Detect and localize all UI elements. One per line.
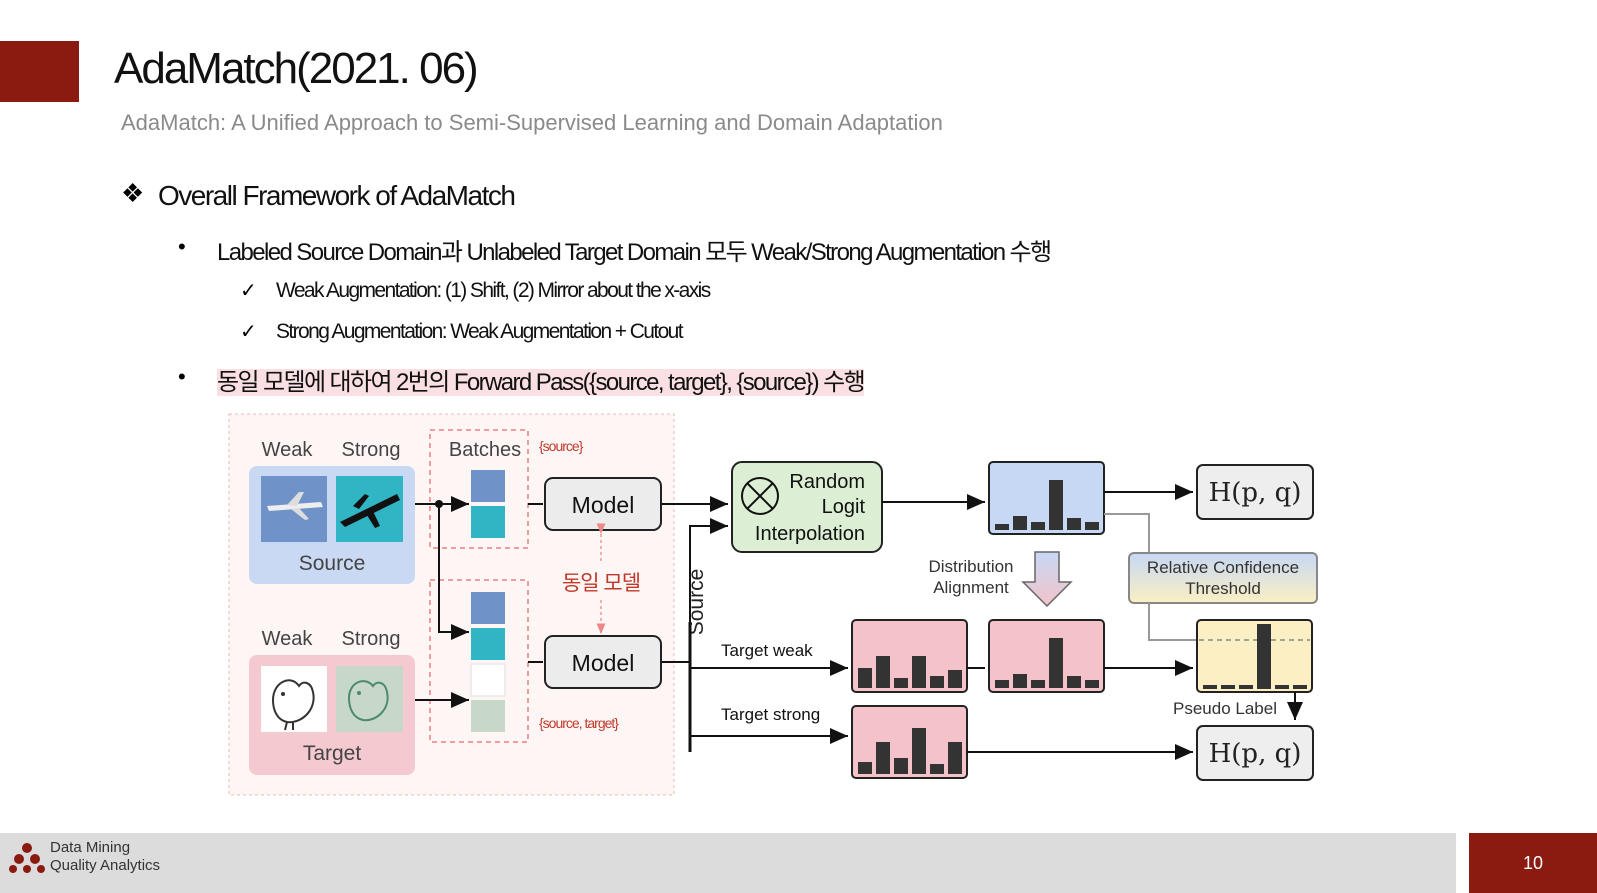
rli-line-1: Random xyxy=(789,471,865,493)
airplane-weak-image xyxy=(261,476,327,542)
otimes-icon xyxy=(741,477,779,515)
diamond-bullet-icon: ❖ xyxy=(121,178,145,208)
pseudo-label-text: Pseudo Label xyxy=(1173,699,1277,718)
rel-conf-line-1: Relative Confidence xyxy=(1147,558,1299,577)
dist-align-line-2: Alignment xyxy=(933,578,1009,597)
slide-title: AdaMatch(2021. 06) xyxy=(114,44,479,93)
adamatch-framework-diagram: Weak Strong Source Weak Strong Target Ba… xyxy=(228,413,1318,796)
sub-bullet-1: Weak Augmentation: (1) Shift, (2) Mirror… xyxy=(276,279,711,302)
sub-bullet-2: Strong Augmentation: Weak Augmentation +… xyxy=(276,320,684,343)
page-number: 10 xyxy=(1469,833,1597,893)
bird-strong-image xyxy=(336,666,403,732)
bird-weak-image xyxy=(261,666,327,732)
bullet-dot-icon: • xyxy=(178,364,186,389)
model-bottom-label: Model xyxy=(572,650,635,676)
bullet-1-text: Labeled Source Domain과 Unlabeled Target … xyxy=(217,239,1052,266)
batch2-bird-strong xyxy=(471,700,505,732)
batch-both-box xyxy=(429,579,529,743)
dist-align-line-1: Distribution xyxy=(928,557,1013,576)
rli-line-3: Interpolation xyxy=(755,523,865,545)
target-strong-flow-label: Target strong xyxy=(721,705,820,724)
batch2-bird-weak xyxy=(470,663,506,697)
target-strong-label: Strong xyxy=(342,628,401,650)
source-vertical-label: Source xyxy=(685,569,708,636)
checkmark-icon: ✓ xyxy=(240,321,257,343)
batch-both-note: {source, target} xyxy=(539,715,619,731)
target-panel-label: Target xyxy=(303,742,362,765)
same-model-label: 동일 모델 xyxy=(562,572,640,595)
target-weak-flow-label: Target weak xyxy=(721,641,813,660)
target-weak-label: Weak xyxy=(262,628,314,650)
bullet-1: Labeled Source Domain과 Unlabeled Target … xyxy=(217,232,1052,267)
loss-top-label: H(p, q) xyxy=(1209,478,1302,508)
batch-airplane-strong xyxy=(471,506,505,538)
batch-source-box xyxy=(429,429,529,549)
slide-subtitle: AdaMatch: A Unified Approach to Semi-Sup… xyxy=(121,110,943,135)
logo-text-line-1: Data Mining xyxy=(50,839,131,856)
loss-bottom-label: H(p, q) xyxy=(1209,739,1302,769)
relative-confidence-threshold-box xyxy=(1128,552,1318,604)
batch-airplane-weak xyxy=(471,470,505,502)
airplane-strong-image xyxy=(336,476,403,542)
rli-line-2: Logit xyxy=(822,496,866,518)
checkmark-icon: ✓ xyxy=(240,280,257,302)
bullet-2-text: 동일 모델에 대하여 2번의 Forward Pass({source, tar… xyxy=(217,369,866,396)
title-accent-bar xyxy=(0,41,79,102)
bullet-dot-icon: • xyxy=(178,234,186,259)
random-logit-interpolation-box xyxy=(731,461,883,553)
rel-conf-line-2: Threshold xyxy=(1185,579,1261,598)
source-strong-label: Strong xyxy=(342,439,401,461)
source-weak-label: Weak xyxy=(262,439,314,461)
section-title: Overall Framework of AdaMatch xyxy=(158,180,516,211)
batch2-airplane-strong xyxy=(471,628,505,660)
histogram-pseudo-label xyxy=(1196,619,1313,693)
bullet-2: 동일 모델에 대하여 2번의 Forward Pass({source, tar… xyxy=(217,362,866,397)
source-panel-label: Source xyxy=(299,552,366,575)
footer-bar xyxy=(0,833,1456,893)
dmqa-logo-icon xyxy=(9,843,45,873)
loss-bottom-box xyxy=(1196,725,1314,781)
model-top-label: Model xyxy=(572,492,635,518)
batch-source-note: {source} xyxy=(539,438,584,454)
batch2-airplane-weak xyxy=(471,592,505,624)
logo-text-line-2: Quality Analytics xyxy=(50,857,161,874)
down-arrow-icon xyxy=(1021,551,1073,608)
batches-label: Batches xyxy=(449,439,521,461)
loss-top-box xyxy=(1196,464,1314,520)
